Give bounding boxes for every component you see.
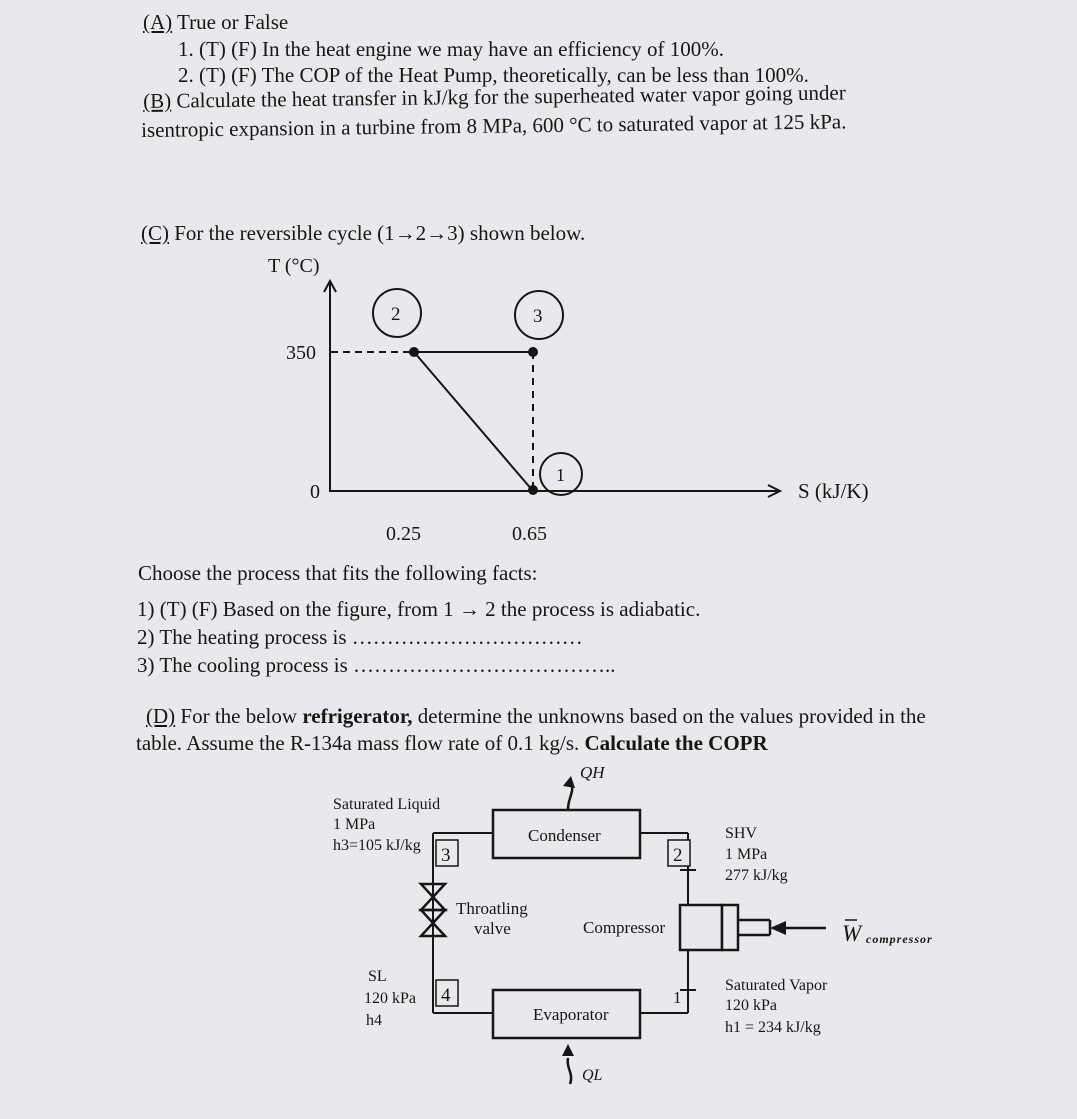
ql-arrowhead (562, 1044, 574, 1056)
state-1-label: 1 (556, 465, 565, 485)
x-tick-0-25: 0.25 (386, 523, 421, 545)
state-1-desc-3: h1 = 234 kJ/kg (725, 1019, 821, 1036)
w-compressor-subscript: compressor (866, 932, 933, 946)
state-4-desc-2: 120 kPa (364, 990, 416, 1007)
state-2-number: 2 (673, 845, 683, 866)
throttling-valve-icon-lower (418, 908, 448, 938)
state-2-label: 2 (391, 304, 401, 325)
state-2-circle (372, 288, 422, 338)
part-c-title: For the reversible cycle (1→2→3) shown b… (174, 221, 586, 245)
part-d-text-1b: refrigerator, (302, 704, 413, 728)
part-a-label: (A) (143, 10, 173, 34)
state-2-desc-2: 1 MPa (725, 846, 767, 863)
part-d-label: (D) (146, 704, 176, 728)
point-2 (409, 347, 419, 357)
ql-label: QL (582, 1067, 603, 1084)
y-tick-350: 350 (286, 342, 316, 364)
part-d-line-1: (D) For the below refrigerator, determin… (146, 706, 926, 727)
part-d-text-1c: determine the unknowns based on the valu… (412, 704, 926, 728)
x-tick-0-65: 0.65 (512, 523, 547, 545)
state-4-box (435, 979, 459, 1007)
x-axis-label: S (kJ/K) (798, 479, 869, 503)
part-c-prompt: Choose the process that fits the followi… (138, 561, 538, 585)
y-axis-arrow (323, 278, 337, 293)
state-3-desc-3: h3=105 kJ/kg (333, 837, 421, 854)
state-2-box (667, 839, 691, 867)
w-compressor-symbol: W (842, 921, 863, 946)
point-3 (528, 347, 538, 357)
part-c-heading: (C) For the reversible cycle (1→2→3) sho… (141, 223, 585, 244)
part-a-title: True or False (177, 10, 289, 34)
state-1-number: 1 (673, 988, 682, 1007)
y-tick-0: 0 (310, 481, 320, 503)
x-axis-arrow (767, 484, 783, 498)
ql-arrow (566, 1057, 573, 1085)
process-1-2-line (413, 351, 534, 492)
state-1-desc-1: Saturated Vapor (725, 977, 828, 994)
state-2-desc-3: 277 kJ/kg (725, 867, 788, 884)
y-axis-label: T (°C) (268, 255, 320, 277)
part-d-line-2: table. Assume the R-134a mass flow rate … (136, 733, 768, 754)
state-3-circle (514, 290, 564, 340)
compressor-label: Compressor (583, 918, 666, 937)
part-d-text-2b: Calculate the COPR (584, 731, 768, 755)
state-4-desc-1: SL (368, 968, 387, 985)
state-4-desc-3: h4 (366, 1012, 382, 1029)
part-d-text-1a: For the below (180, 704, 303, 728)
qh-label: QH (580, 763, 606, 782)
state-3-number: 3 (441, 845, 451, 866)
state-1-desc-2: 120 kPa (725, 997, 777, 1014)
throttling-label-2: valve (474, 919, 511, 938)
part-a-question-1: 1. (T) (F) In the heat engine we may hav… (178, 37, 724, 61)
qh-arrowhead (563, 776, 575, 788)
compressor-cylinder (678, 903, 724, 952)
state-3-label: 3 (533, 306, 543, 327)
state-4-number: 4 (441, 985, 451, 1006)
evaporator-box (491, 988, 642, 1040)
work-arrowhead (770, 921, 786, 935)
part-d-text-2a: table. Assume the R-134a mass flow rate … (136, 731, 585, 755)
point-1 (528, 485, 538, 495)
evaporator-label: Evaporator (533, 1005, 609, 1024)
part-c-question-3: 3) The cooling process is ……………………………….. (137, 653, 616, 677)
part-a-heading: (A) True or False (143, 12, 288, 33)
state-1-circle (539, 452, 583, 496)
state-3-desc-2: 1 MPa (333, 816, 375, 833)
condenser-box (491, 808, 642, 860)
state-3-box (435, 839, 459, 867)
compressor-piston (720, 903, 740, 952)
state-3-desc-1: Saturated Liquid (333, 796, 440, 813)
part-c-question-2: 2) The heating process is …………………………… (137, 625, 583, 649)
condenser-label: Condenser (528, 826, 601, 845)
throttling-label-1: Throatling (456, 899, 528, 918)
part-c-question-1: 1) (T) (F) Based on the figure, from 1 →… (137, 597, 701, 621)
part-c-label: (C) (141, 221, 169, 245)
state-2-desc-1: SHV (725, 825, 757, 842)
part-a-question-2: 2. (T) (F) The COP of the Heat Pump, the… (178, 63, 809, 87)
